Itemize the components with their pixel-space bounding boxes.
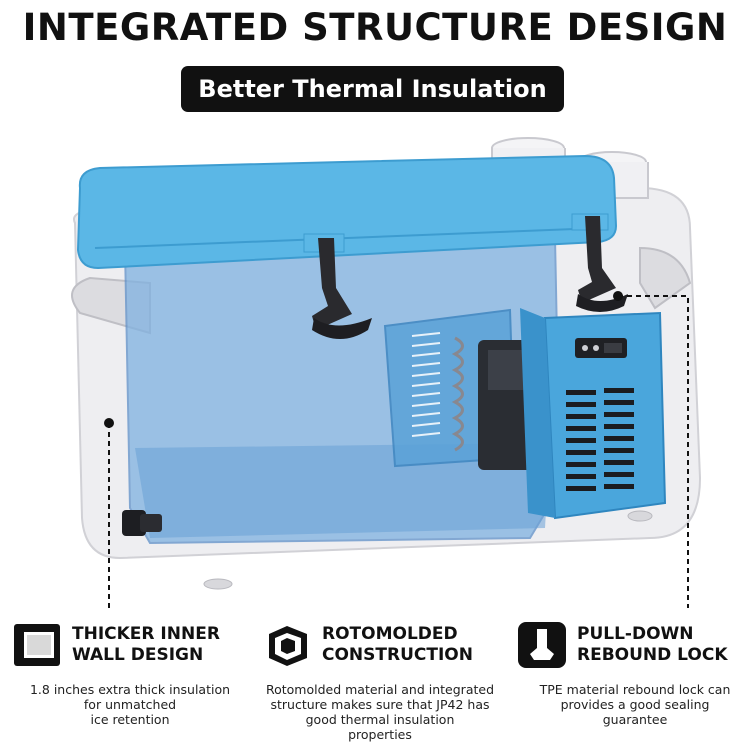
subtitle-badge: Better Thermal Insulation (181, 66, 564, 112)
cooler-illustration (71, 137, 702, 608)
page-title: INTEGRATED STRUCTURE DESIGN (22, 6, 728, 49)
latch-lock-icon (515, 618, 569, 672)
feature-title: PULL-DOWN REBOUND LOCK (577, 624, 728, 665)
condenser-vents (411, 332, 441, 437)
feature-description: Rotomolded material and integrated struc… (265, 682, 495, 742)
latch-left (303, 233, 372, 339)
feature-rebound-lock: PULL-DOWN REBOUND LOCK TPE material rebo… (515, 618, 750, 727)
cube-structure-icon (260, 618, 314, 672)
feature-rotomolded: ROTOMOLDED CONSTRUCTION Rotomolded mater… (260, 618, 500, 742)
drain-plug (122, 510, 162, 536)
panel-vents (566, 388, 634, 491)
feature-description: 1.8 inches extra thick insulation for un… (29, 682, 231, 727)
feature-title: THICKER INNER WALL DESIGN (72, 624, 220, 665)
feature-description: TPE material rebound lock can provides a… (539, 682, 731, 727)
latch-right (571, 213, 628, 312)
cooler-lid (76, 154, 618, 270)
feature-inner-wall: THICKER INNER WALL DESIGN 1.8 inches ext… (10, 618, 250, 727)
feature-title: ROTOMOLDED CONSTRUCTION (322, 624, 473, 665)
inner-wall-icon (10, 618, 64, 672)
cooling-coils (451, 336, 464, 452)
subtitle-text: Better Thermal Insulation (198, 75, 547, 103)
